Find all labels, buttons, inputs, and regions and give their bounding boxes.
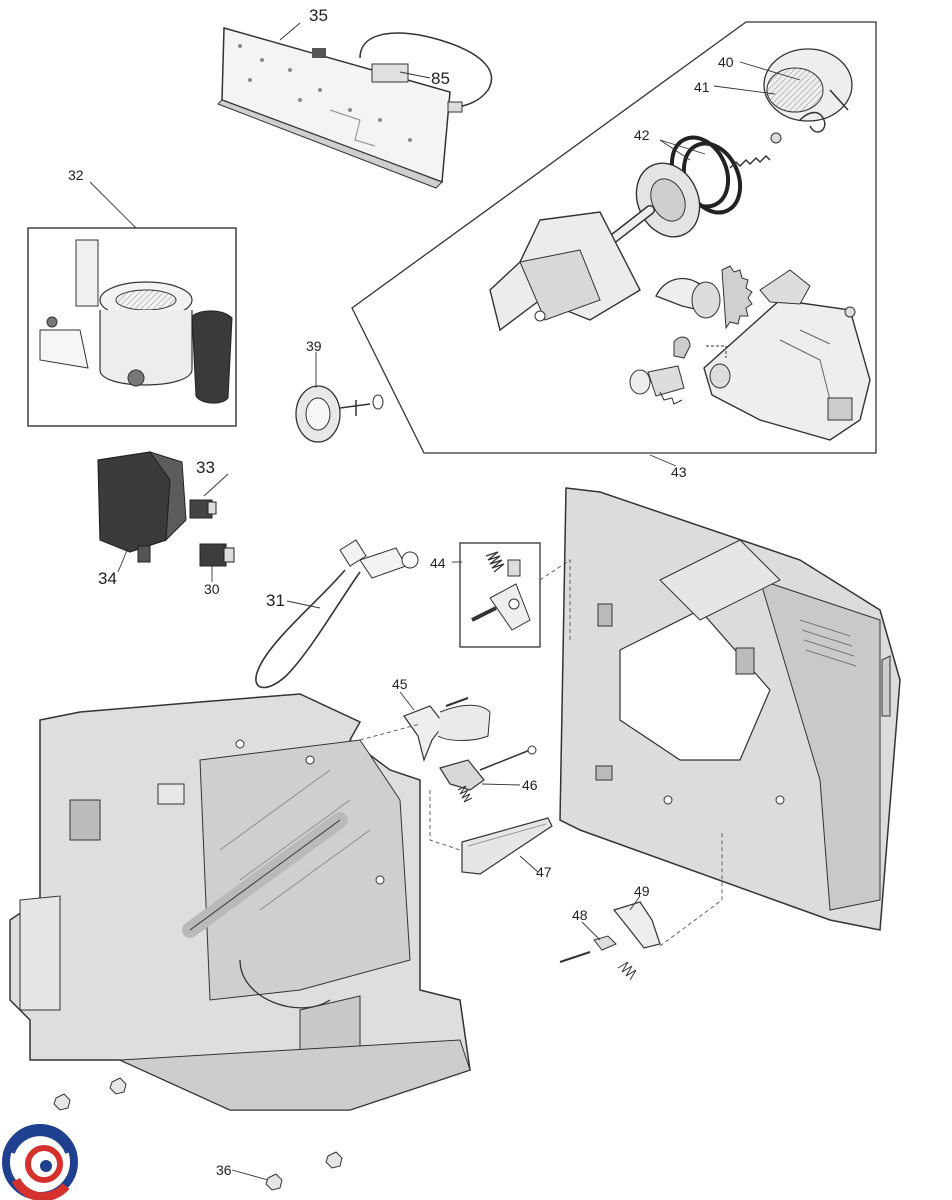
brew-unit-frame <box>351 21 877 454</box>
callout-36: 36 <box>216 1162 232 1178</box>
right-chassis-part <box>559 487 901 931</box>
callout-40: 40 <box>718 54 734 70</box>
callout-41: 41 <box>694 79 710 95</box>
power-switch-part <box>199 543 235 567</box>
switch-33-part <box>189 499 217 519</box>
brew-piston-part <box>489 162 701 332</box>
callout-49: 49 <box>634 883 650 899</box>
brew-gear-lever-part <box>655 265 753 330</box>
guide-lines <box>359 559 723 947</box>
pump-housing-part <box>97 451 187 563</box>
callout-43: 43 <box>671 464 687 480</box>
power-cord-part <box>255 539 419 689</box>
callout-47: 47 <box>536 864 552 880</box>
callout-48: 48 <box>572 907 588 923</box>
nuts-36-part <box>53 1077 343 1191</box>
callout-33: 33 <box>196 458 215 477</box>
callout-39: 39 <box>306 338 322 354</box>
callout-45: 45 <box>392 676 408 692</box>
callout-85: 85 <box>431 69 450 88</box>
callout-35: 35 <box>309 6 328 25</box>
left-chassis-part <box>9 693 471 1111</box>
callout-42: 42 <box>634 127 650 143</box>
grinder-assembly-part <box>27 227 237 427</box>
sensor-cable-part <box>359 32 493 113</box>
callout-30: 30 <box>204 581 220 597</box>
latch-46-part <box>439 745 537 803</box>
grinder-knob-part <box>295 385 384 443</box>
spring-lever-44-part <box>459 542 541 648</box>
drive-pinion-part <box>629 336 691 405</box>
callout-31: 31 <box>266 591 285 610</box>
control-board-part <box>217 27 451 189</box>
leader-lines <box>89 22 801 1181</box>
drip-lever-45-part <box>403 697 491 762</box>
callout-44: 44 <box>430 555 446 571</box>
shower-cap-part <box>763 48 853 133</box>
brew-chamber-part <box>703 269 871 441</box>
brand-logo <box>2 1124 78 1200</box>
drip-slide-47-part <box>461 817 553 875</box>
callout-46: 46 <box>522 777 538 793</box>
callout-32: 32 <box>68 167 84 183</box>
callout-34: 34 <box>98 569 117 588</box>
